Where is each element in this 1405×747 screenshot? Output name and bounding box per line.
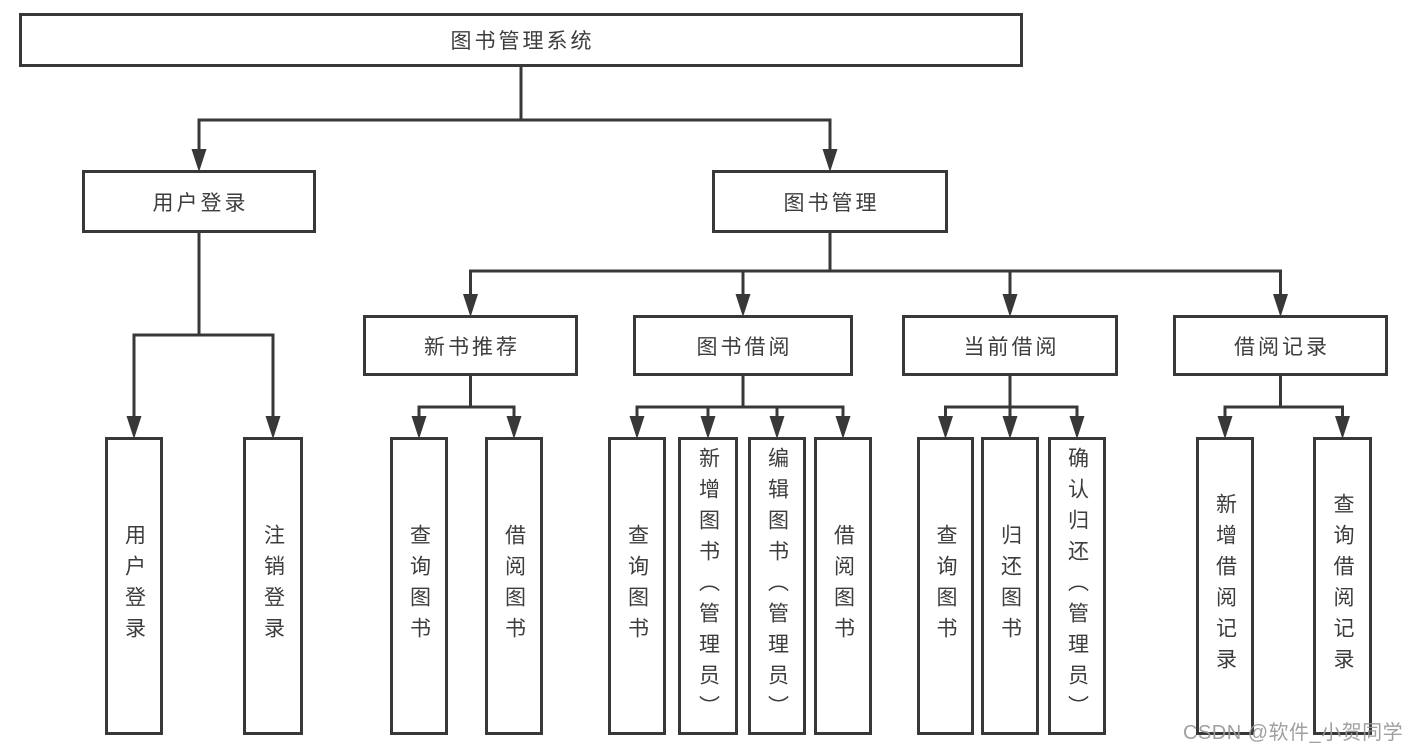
node-user-login-group: 用户登录 — [82, 170, 316, 233]
arrowhead-rec-query-books — [411, 416, 427, 439]
node-label-bb-borrow-books: 借阅图书 — [831, 524, 855, 648]
arrowhead-borrowing-records — [1273, 294, 1288, 317]
arrowhead-cb-confirm-return — [1069, 416, 1085, 439]
node-label-book-management: 图书管理 — [783, 191, 880, 215]
arrowhead-bb-edit-books — [769, 416, 785, 439]
node-logout: 注销登录 — [243, 437, 303, 735]
node-label-cb-confirm-return: 确认归还（管理员） — [1065, 446, 1089, 726]
node-label-bb-query-books: 查询图书 — [625, 524, 649, 648]
node-rec-borrow-books: 借阅图书 — [485, 437, 543, 735]
node-label-new-book-recommend: 新书推荐 — [424, 335, 520, 359]
node-label-rec-query-books: 查询图书 — [407, 524, 431, 648]
node-bb-query-books: 查询图书 — [608, 437, 666, 735]
node-label-cb-return-books: 归还图书 — [998, 524, 1022, 648]
arrowhead-current-borrowing — [1002, 294, 1018, 317]
node-label-user-login-group: 用户登录 — [152, 191, 249, 215]
node-bb-edit-books: 编辑图书（管理员） — [748, 437, 806, 735]
arrowhead-logout — [265, 416, 281, 439]
node-br-add-record: 新增借阅记录 — [1196, 437, 1254, 735]
node-label-br-query-record: 查询借阅记录 — [1331, 493, 1354, 679]
arrowhead-br-add-record — [1217, 416, 1233, 439]
node-label-borrowing-records: 借阅记录 — [1234, 335, 1330, 359]
arrowhead-cb-query-books — [938, 416, 953, 439]
node-current-borrowing: 当前借阅 — [902, 315, 1118, 376]
csdn-watermark: CSDN @软件_小贺同学 — [1183, 722, 1404, 744]
node-borrowing-records: 借阅记录 — [1173, 315, 1388, 376]
node-label-bb-edit-books: 编辑图书（管理员） — [765, 446, 789, 726]
arrowhead-bb-borrow-books — [835, 416, 851, 439]
arrowhead-login — [126, 416, 142, 439]
node-label-br-add-record: 新增借阅记录 — [1213, 493, 1237, 679]
node-label-logout: 注销登录 — [261, 524, 285, 648]
node-label-system: 图书管理系统 — [450, 30, 595, 53]
node-book-management: 图书管理 — [712, 170, 948, 233]
node-system: 图书管理系统 — [19, 13, 1023, 67]
arrowhead-cb-return-books — [1002, 416, 1018, 439]
arrowhead-bb-add-books — [700, 416, 716, 439]
node-cb-query-books: 查询图书 — [917, 437, 974, 735]
arrowhead-bb-query-books — [629, 416, 645, 439]
node-label-bb-add-books: 新增图书（管理员） — [696, 446, 720, 726]
node-login: 用户登录 — [105, 437, 163, 735]
node-new-book-recommend: 新书推荐 — [363, 315, 578, 376]
node-bb-add-books: 新增图书（管理员） — [678, 437, 738, 735]
node-label-login: 用户登录 — [122, 524, 146, 648]
arrowhead-br-query-record — [1335, 416, 1350, 439]
node-br-query-record: 查询借阅记录 — [1313, 437, 1372, 735]
arrowhead-rec-borrow-books — [506, 416, 522, 439]
arrowhead-book-management — [822, 149, 838, 172]
arrowhead-user-login-group — [191, 149, 207, 172]
node-label-current-borrowing: 当前借阅 — [963, 335, 1060, 359]
node-book-borrowing: 图书借阅 — [633, 315, 853, 376]
node-cb-return-books: 归还图书 — [981, 437, 1039, 735]
node-label-cb-query-books: 查询图书 — [934, 524, 957, 648]
arrowhead-new-book-recommend — [463, 294, 478, 317]
node-rec-query-books: 查询图书 — [390, 437, 448, 735]
node-label-book-borrowing: 图书借阅 — [696, 335, 793, 359]
node-cb-confirm-return: 确认归还（管理员） — [1048, 437, 1106, 735]
arrowhead-book-borrowing — [735, 294, 751, 317]
node-bb-borrow-books: 借阅图书 — [814, 437, 872, 735]
node-label-rec-borrow-books: 借阅图书 — [502, 524, 526, 648]
